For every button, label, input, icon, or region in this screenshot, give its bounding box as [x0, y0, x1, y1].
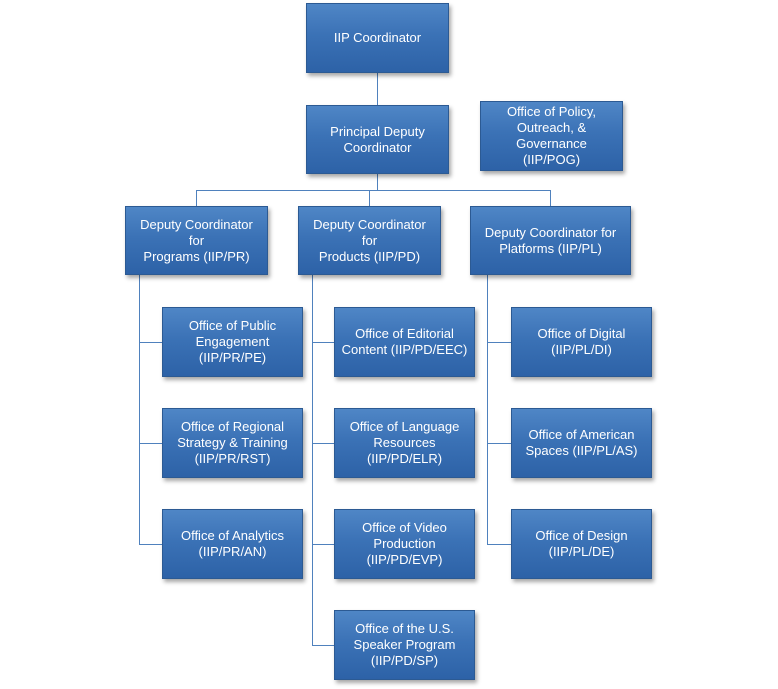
office-speaker-program-label: Office of the U.S. Speaker Program (IIP/… — [353, 621, 456, 668]
deputy-coordinator-platforms-box: Deputy Coordinator for Platforms (IIP/PL… — [470, 206, 631, 275]
office-video-production-label: Office of Video Production (IIP/PD/EVP) — [362, 520, 447, 567]
deputy-coordinator-platforms-label: Deputy Coordinator for Platforms (IIP/PL… — [484, 224, 617, 256]
office-speaker-program-box: Office of the U.S. Speaker Program (IIP/… — [334, 610, 475, 680]
office-analytics-box: Office of Analytics (IIP/PR/AN) — [162, 509, 303, 579]
office-regional-strategy-training-label: Office of Regional Strategy & Training (… — [177, 419, 288, 466]
office-american-spaces-box: Office of American Spaces (IIP/PL/AS) — [511, 408, 652, 478]
office-language-resources-label: Office of Language Resources (IIP/PD/ELR… — [349, 419, 460, 466]
policy-outreach-governance-label: Office of Policy, Outreach, & Governance… — [506, 104, 597, 167]
deputy-coordinator-products-label: Deputy Coordinator for Products (IIP/PD) — [313, 216, 426, 264]
deputy-coordinator-products-box: Deputy Coordinator for Products (IIP/PD) — [298, 206, 441, 275]
office-american-spaces-label: Office of American Spaces (IIP/PL/AS) — [525, 427, 638, 458]
principal-deputy-coordinator-box: Principal Deputy Coordinator — [306, 105, 449, 174]
policy-outreach-governance-box: Office of Policy, Outreach, & Governance… — [480, 101, 623, 171]
office-video-production-box: Office of Video Production (IIP/PD/EVP) — [334, 509, 475, 579]
iip-coordinator-box: IIP Coordinator — [306, 3, 449, 73]
principal-deputy-coordinator-label: Principal Deputy Coordinator — [330, 123, 425, 155]
office-regional-strategy-training-box: Office of Regional Strategy & Training (… — [162, 408, 303, 478]
iip-coordinator-label: IIP Coordinator — [333, 30, 422, 45]
deputy-coordinator-programs-label: Deputy Coordinator for Programs (IIP/PR) — [140, 216, 253, 264]
deputy-coordinator-programs-box: Deputy Coordinator for Programs (IIP/PR) — [125, 206, 268, 275]
office-editorial-content-label: Office of Editorial Content (IIP/PD/EEC) — [341, 326, 468, 357]
office-public-engagement-box: Office of Public Engagement (IIP/PR/PE) — [162, 307, 303, 377]
office-digital-box: Office of Digital (IIP/PL/DI) — [511, 307, 652, 377]
office-language-resources-box: Office of Language Resources (IIP/PD/ELR… — [334, 408, 475, 478]
office-editorial-content-box: Office of Editorial Content (IIP/PD/EEC) — [334, 307, 475, 377]
office-analytics-label: Office of Analytics (IIP/PR/AN) — [180, 528, 285, 559]
office-digital-label: Office of Digital (IIP/PL/DI) — [537, 326, 626, 357]
office-public-engagement-label: Office of Public Engagement (IIP/PR/PE) — [188, 318, 277, 365]
office-design-label: Office of Design (IIP/PL/DE) — [535, 528, 628, 559]
office-design-box: Office of Design (IIP/PL/DE) — [511, 509, 652, 579]
